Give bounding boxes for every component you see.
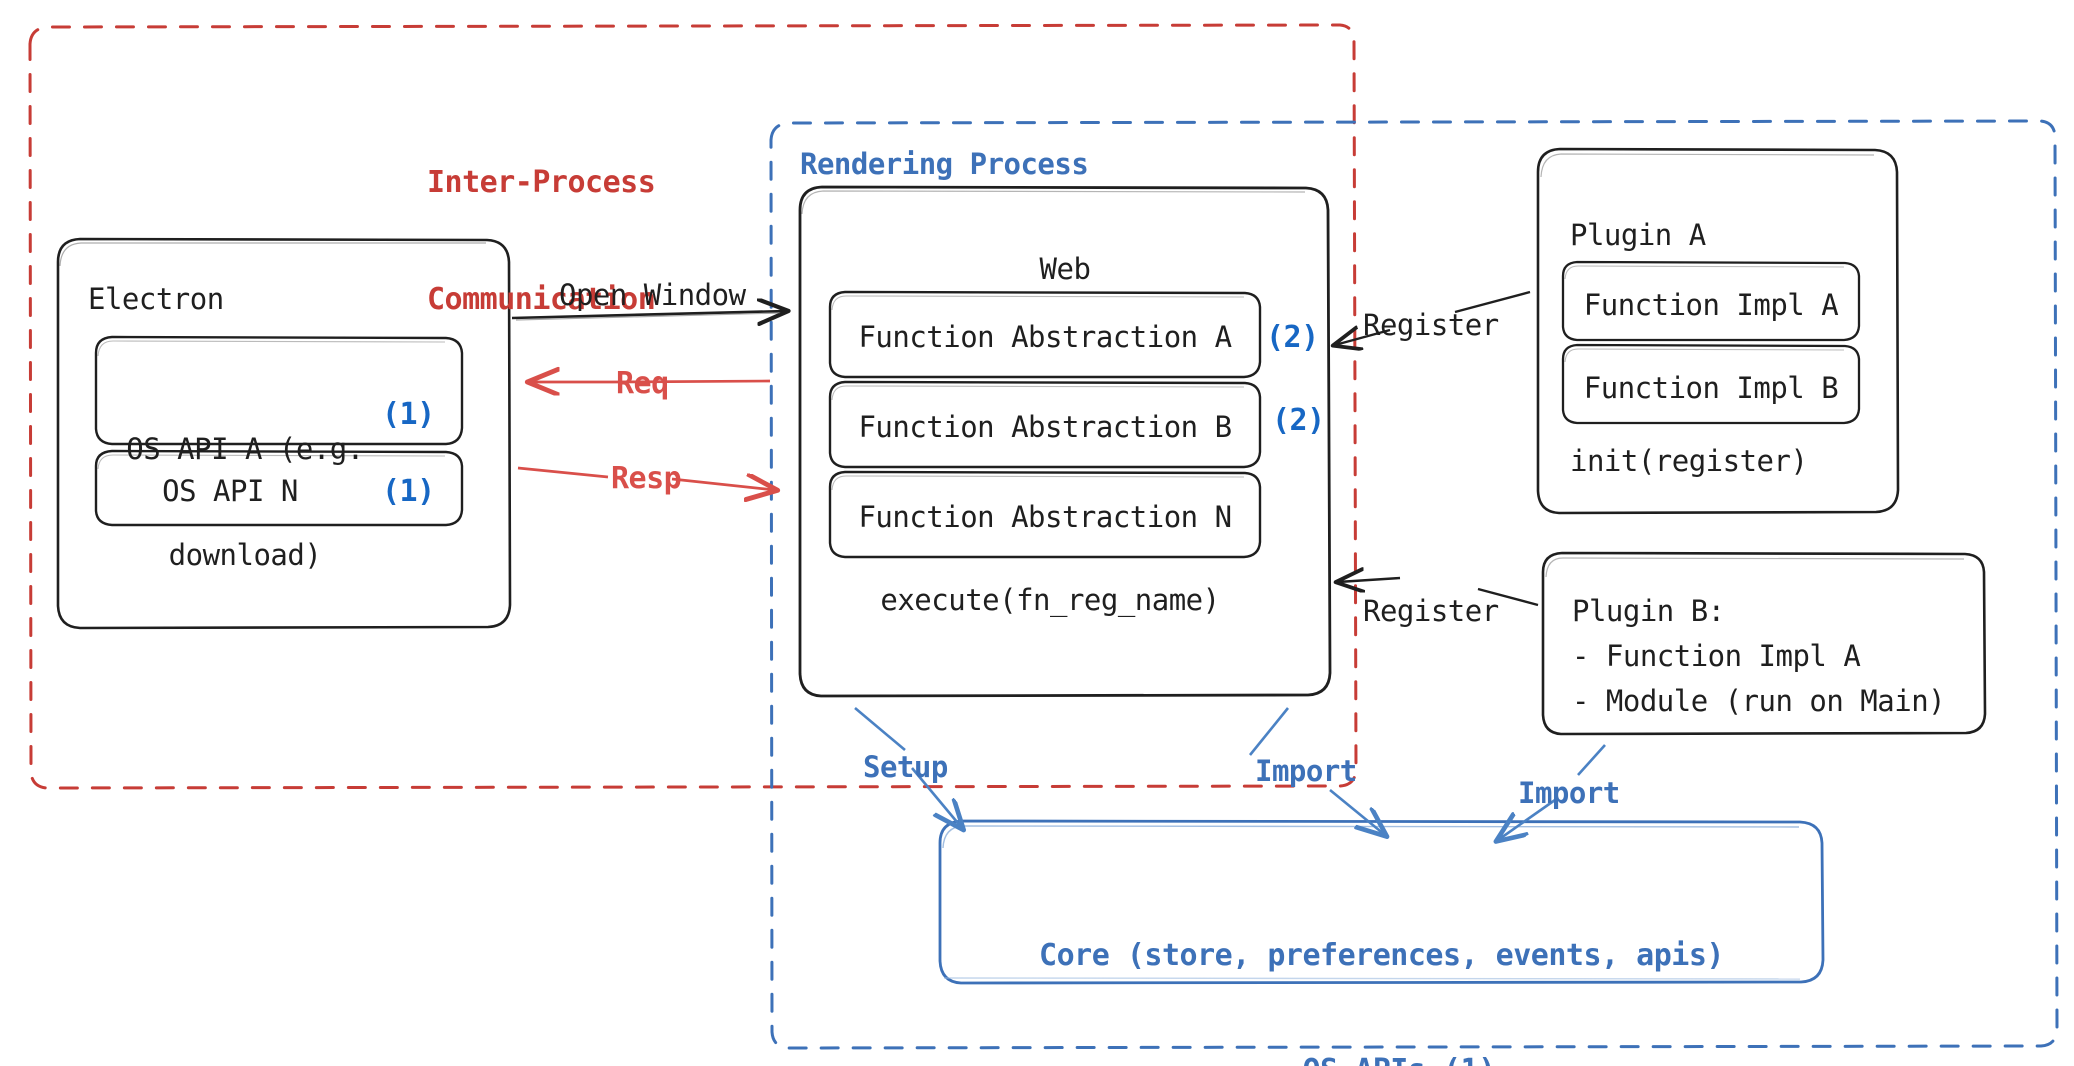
os-api-a-label: OS API A (e.g. download) xyxy=(120,361,370,644)
register-bottom-label: Register xyxy=(1363,594,1499,628)
plugin-b-item-1: - Module (run on Main) xyxy=(1572,684,1946,718)
resp-label: Resp xyxy=(611,461,682,496)
web-execute-footer: execute(fn_reg_name) xyxy=(880,583,1220,617)
rendering-process-label: Rendering Process xyxy=(800,147,1089,181)
core-box-text: Core (store, preferences, events, apis) … xyxy=(940,860,1823,1066)
import-right-label: Import xyxy=(1518,776,1620,810)
core-line-2: - OS APIs (1) xyxy=(940,1052,1823,1066)
plugin-b-item-0: - Function Impl A xyxy=(1572,639,1861,673)
os-api-n-label: OS API N xyxy=(162,474,298,508)
web-title: Web xyxy=(1039,252,1091,286)
register-top-label: Register xyxy=(1363,308,1499,342)
ipc-container-label: Inter-Process Communication xyxy=(427,85,656,397)
plugin-a-title: Plugin A xyxy=(1570,218,1706,252)
function-abstraction-n-label: Function Abstraction N xyxy=(858,500,1232,534)
function-abstraction-a-label: Function Abstraction A xyxy=(858,320,1232,354)
os-api-a-marker: (1) xyxy=(382,397,435,432)
function-impl-b-label: Function Impl B xyxy=(1583,371,1839,405)
os-api-a-line2: download) xyxy=(168,537,322,572)
ipc-label-line1: Inter-Process xyxy=(427,165,656,200)
os-api-a-line1: OS API A (e.g. xyxy=(126,431,364,466)
ipc-label-line2: Communication xyxy=(427,282,656,317)
plugin-a-init-footer: init(register) xyxy=(1570,444,1808,478)
setup-label: Setup xyxy=(863,750,948,784)
req-label: Req xyxy=(616,366,669,401)
import-left-label: Import xyxy=(1255,754,1357,788)
function-impl-a-label: Function Impl A xyxy=(1583,288,1839,322)
function-abstraction-b-label: Function Abstraction B xyxy=(858,410,1232,444)
core-line-1: Core (store, preferences, events, apis) xyxy=(1039,937,1724,973)
open-window-label: Open Window xyxy=(559,278,746,312)
electron-title: Electron xyxy=(88,282,224,316)
function-abstraction-b-marker: (2) xyxy=(1272,403,1325,438)
os-api-n-marker: (1) xyxy=(382,474,435,509)
plugin-b-title: Plugin B: xyxy=(1572,594,1725,628)
function-abstraction-a-marker: (2) xyxy=(1266,320,1319,355)
